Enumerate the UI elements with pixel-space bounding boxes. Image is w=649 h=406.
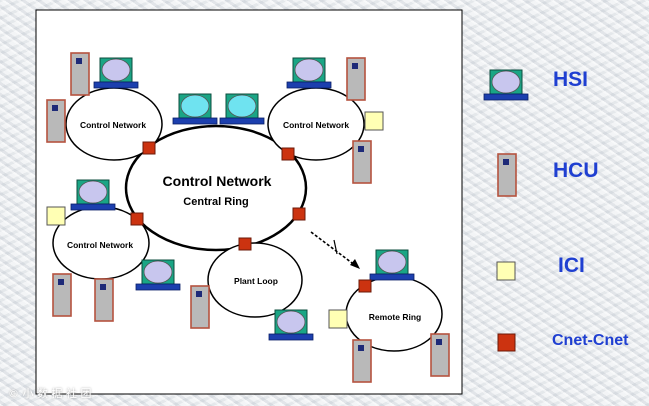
watermark: © 小 数 据 社 团 bbox=[8, 387, 92, 400]
hcu-icon bbox=[190, 285, 210, 329]
hcu-icon bbox=[430, 333, 450, 377]
hsi-icon bbox=[93, 57, 139, 89]
remote-link-dashed-line bbox=[310, 231, 357, 267]
cnet-cnet-icon bbox=[130, 212, 144, 226]
legend-hcu-label: HCU bbox=[553, 159, 599, 182]
legend-ici-label: ICI bbox=[558, 254, 585, 277]
hcu-icon bbox=[94, 278, 114, 322]
central-ring-subtitle: Central Ring bbox=[183, 196, 248, 208]
legend-hsi-icon bbox=[483, 69, 529, 101]
hsi-icon bbox=[219, 93, 265, 125]
ici-icon bbox=[364, 111, 384, 131]
remote-ring-label: Remote Ring bbox=[369, 312, 421, 322]
hsi-icon bbox=[369, 249, 415, 281]
cnet-cnet-icon bbox=[142, 141, 156, 155]
remote-link-arrowhead bbox=[350, 259, 360, 269]
hcu-icon bbox=[352, 339, 372, 383]
hcu-icon bbox=[346, 57, 366, 101]
hsi-icon bbox=[70, 179, 116, 211]
legend-ici-icon bbox=[496, 261, 516, 281]
hcu-icon bbox=[70, 52, 90, 96]
cnet-cnet-icon bbox=[358, 279, 372, 293]
hcu-icon bbox=[352, 140, 372, 184]
cnet-cnet-icon bbox=[292, 207, 306, 221]
cnet-cnet-icon bbox=[281, 147, 295, 161]
legend-hcu-icon bbox=[497, 153, 517, 197]
hsi-icon bbox=[172, 93, 218, 125]
ici-icon bbox=[46, 206, 66, 226]
control-network-label-left: Control Network bbox=[67, 240, 133, 250]
legend-hsi-label: HSI bbox=[553, 68, 589, 91]
central-ring bbox=[124, 124, 308, 252]
hsi-icon bbox=[135, 259, 181, 291]
hsi-icon bbox=[268, 309, 314, 341]
central-ring-title: Control Network bbox=[163, 173, 272, 189]
ici-icon bbox=[328, 309, 348, 329]
legend-cnet-cnet-icon bbox=[497, 333, 516, 352]
plant-loop-ring bbox=[207, 242, 303, 318]
cnet-cnet-icon bbox=[238, 237, 252, 251]
remote-link-break-mark bbox=[333, 239, 338, 255]
hcu-icon bbox=[52, 273, 72, 317]
hsi-icon bbox=[286, 57, 332, 89]
legend-cnet-cnet-label: Cnet-Cnet bbox=[552, 332, 629, 349]
control-network-label-top-right: Control Network bbox=[283, 120, 349, 130]
control-network-label-top-left: Control Network bbox=[80, 120, 146, 130]
hcu-icon bbox=[46, 99, 66, 143]
plant-loop-label: Plant Loop bbox=[234, 276, 278, 286]
